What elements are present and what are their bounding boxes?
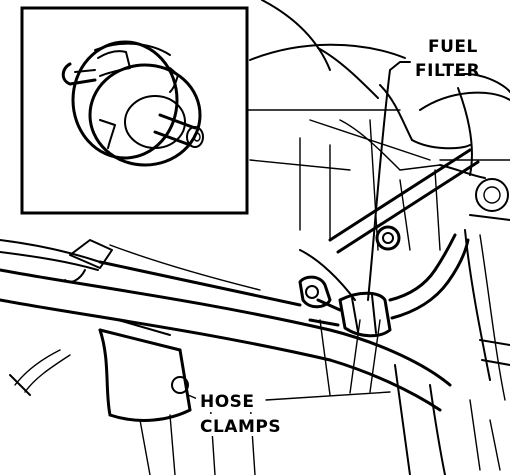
leader-lines: [187, 61, 411, 401]
engine-bay-background: [247, 0, 510, 471]
relay-bracket: [9, 319, 256, 475]
label-hose-clamps-line1: HOSE: [200, 392, 255, 412]
filter-detail-inset: [20, 6, 249, 215]
label-fuel-filter-line2: FILTER: [415, 61, 480, 81]
wire-harness: [0, 239, 302, 307]
callout-fuel-filter: FUEL FILTER: [415, 37, 480, 81]
label-hose-clamps-line2: CLAMPS: [200, 417, 281, 437]
cross-rail: [0, 268, 452, 475]
callout-hose-clamps: HOSE CLAMPS: [196, 390, 286, 437]
fuel-line-assembly: [298, 225, 470, 338]
label-fuel-filter-line1: FUEL: [428, 37, 478, 57]
